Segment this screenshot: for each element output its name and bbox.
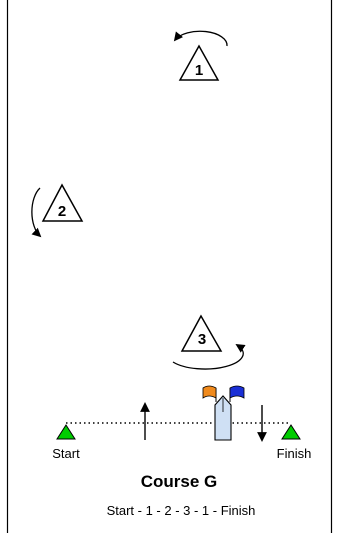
start-buoy: Start (52, 424, 80, 461)
mark-1-rounding-arrow (173, 30, 228, 47)
finish-buoy-icon (281, 424, 301, 440)
committee-boat (202, 385, 245, 441)
start-label: Start (52, 446, 80, 461)
mark-3-label: 3 (198, 331, 206, 348)
blue-flag-icon (229, 385, 245, 399)
course-sequence: Start - 1 - 2 - 3 - 1 - Finish (107, 503, 256, 518)
finish-label: Finish (277, 446, 312, 461)
mark-3: 3 (172, 314, 246, 370)
course-title: Course G (141, 472, 218, 491)
mark-1-label: 1 (195, 62, 203, 79)
mark-1-triangle-icon (178, 44, 220, 81)
orange-flag-icon (202, 385, 217, 399)
mark-3-rounding-arrow (172, 344, 246, 370)
mark-3-triangle-icon (180, 314, 223, 352)
mark-1: 1 (173, 30, 228, 81)
mark-2-label: 2 (58, 203, 66, 220)
mark-2: 2 (31, 183, 84, 238)
committee-boat-hull (214, 395, 232, 441)
finish-buoy: Finish (277, 424, 312, 461)
start-buoy-icon (56, 424, 76, 440)
mark-2-rounding-arrow (31, 187, 42, 238)
mark-2-triangle-icon (41, 183, 84, 222)
